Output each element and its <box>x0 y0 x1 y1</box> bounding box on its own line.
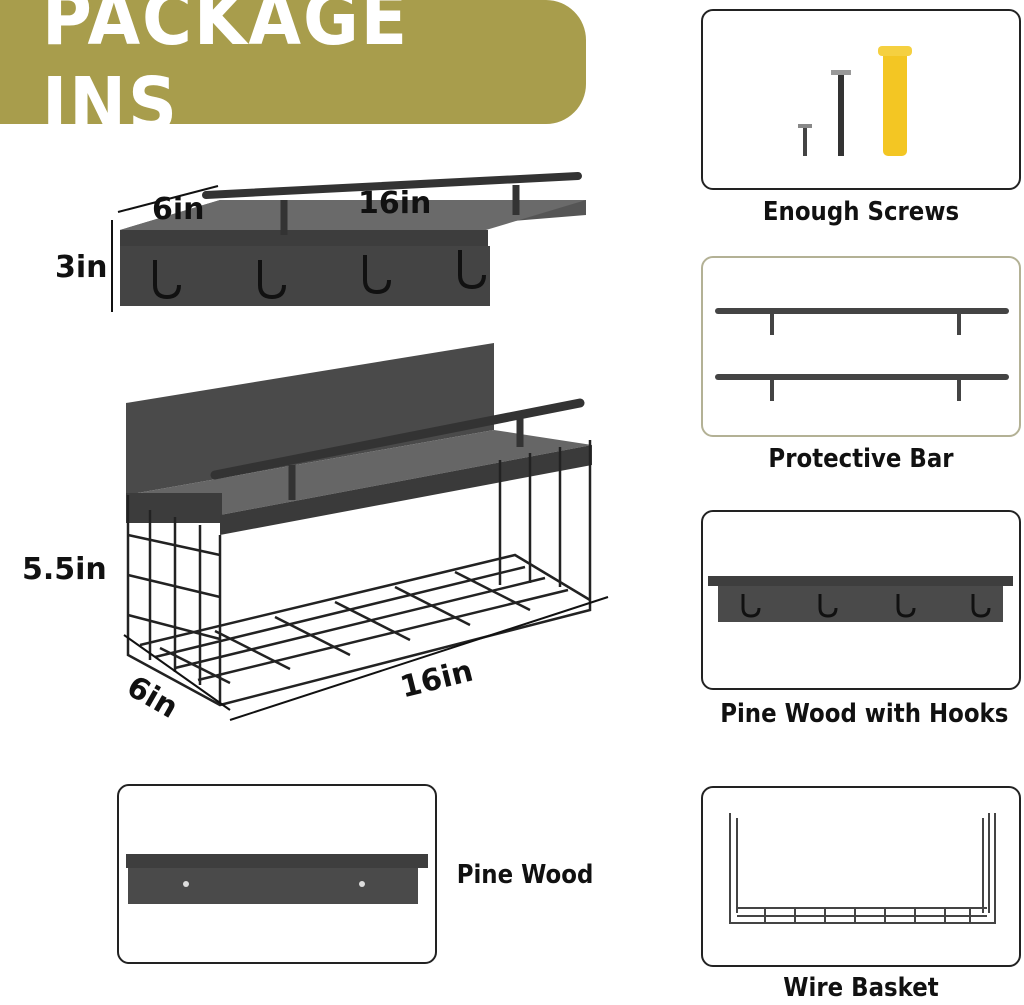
protective-bar-label: Protective Bar <box>768 444 954 474</box>
top-shelf-depth: 6in <box>152 192 205 227</box>
screws-label: Enough Screws <box>762 197 960 227</box>
wire-basket-label: Wire Basket <box>783 973 939 1003</box>
banner-title: PACKAGE INS <box>42 0 410 148</box>
wire-basket-box <box>701 786 1021 967</box>
basket-shelf-illustration <box>123 343 609 721</box>
top-shelf-width: 16in <box>358 186 432 221</box>
protective-bar-box <box>701 256 1021 437</box>
basket-shelf-height: 5.5in <box>22 552 107 587</box>
pine-wood-box <box>117 784 437 964</box>
hook-shelf-box <box>701 510 1021 690</box>
top-shelf-height: 3in <box>55 250 108 285</box>
screws-icon <box>798 46 912 156</box>
protective-bar-icon <box>715 308 1009 401</box>
pine-wood-shelf-icon <box>126 854 428 904</box>
pine-wood-label: Pine Wood <box>456 860 594 890</box>
hook-shelf-label: Pine Wood with Hooks <box>720 699 1009 729</box>
screws-box <box>701 9 1021 190</box>
hook-shelf-icon <box>708 576 1013 622</box>
title-banner: PACKAGE INS <box>0 0 586 148</box>
wire-basket-icon <box>729 813 996 924</box>
hook-shelf-illustration <box>111 172 586 312</box>
